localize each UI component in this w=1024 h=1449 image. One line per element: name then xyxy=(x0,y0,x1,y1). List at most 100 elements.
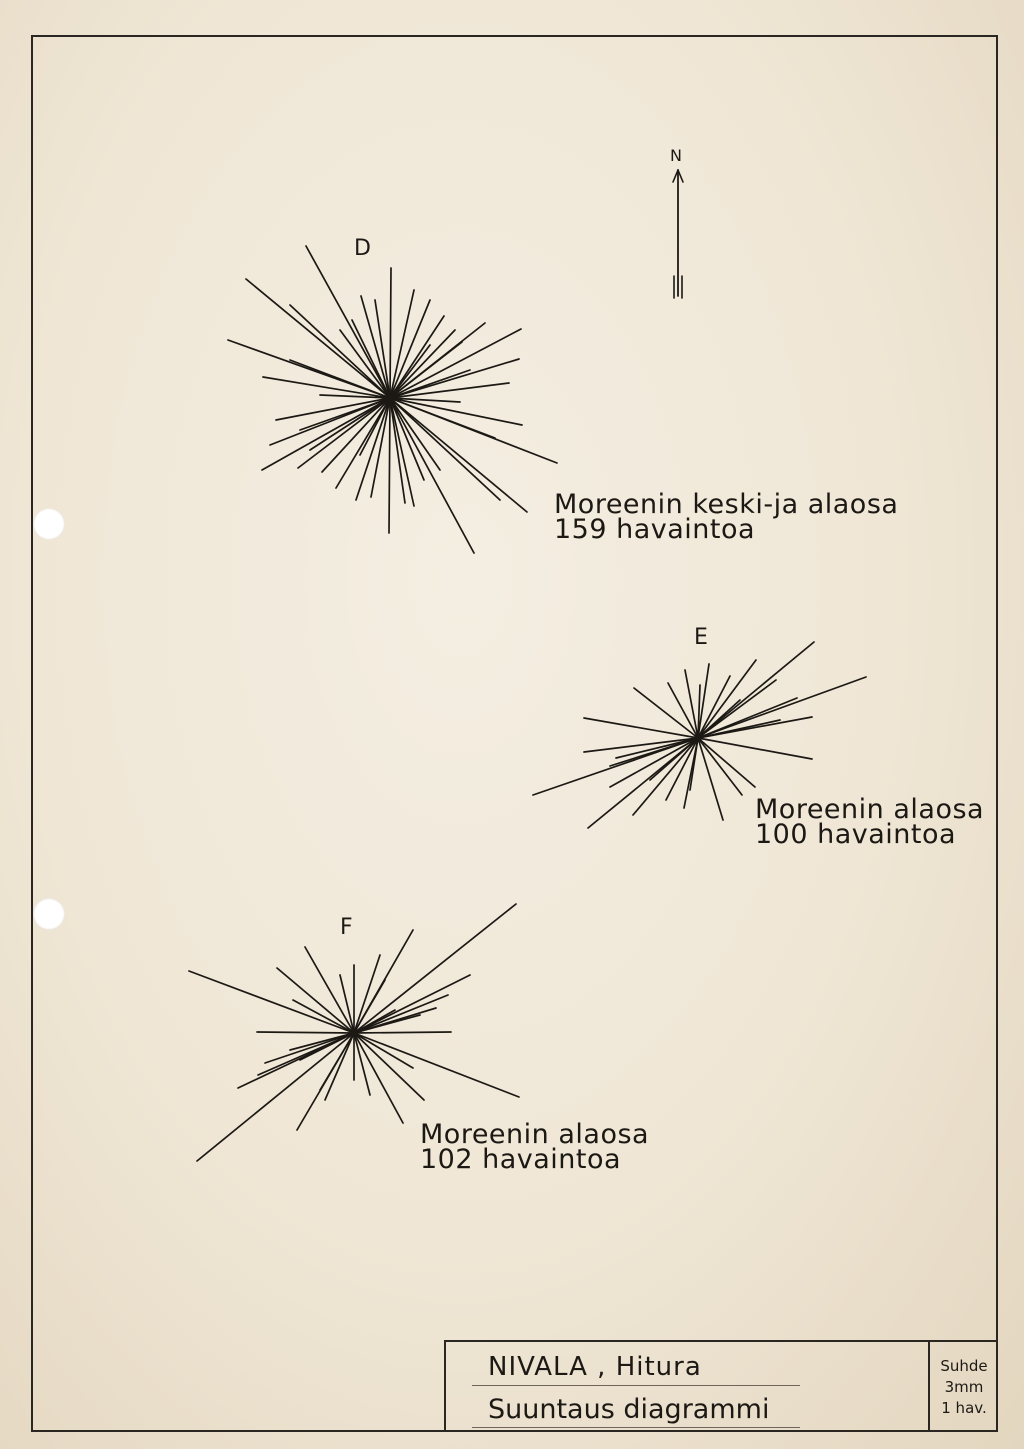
rose-f-ray xyxy=(319,1032,355,1091)
rose-caption-d: Moreenin keski-ja alaosa 159 havaintoa xyxy=(554,489,899,545)
rose-f-ray xyxy=(353,1032,414,1069)
rose-d-ray xyxy=(389,397,523,426)
rose-f-ray xyxy=(353,1032,404,1124)
rose-d-ray xyxy=(389,397,501,501)
rose-d-ray xyxy=(389,341,463,399)
rose-e-ray xyxy=(697,641,815,739)
rose-d-ray xyxy=(245,278,391,399)
rose-d-ray xyxy=(355,397,391,501)
north-label: N xyxy=(670,146,682,165)
rose-e-ray xyxy=(697,675,731,739)
rose-d-ray xyxy=(319,394,391,399)
rose-e-ray xyxy=(697,737,756,788)
scale-label: Suhde xyxy=(940,1356,988,1375)
rose-e-ray xyxy=(583,737,699,753)
rose-e-ray xyxy=(697,719,781,739)
caption-e-line2: 100 havaintoa xyxy=(755,819,957,850)
rose-e-ray xyxy=(697,699,741,739)
rose-f-ray xyxy=(353,1009,396,1034)
rose-d-ray xyxy=(275,397,391,421)
north-arrow xyxy=(672,169,684,299)
rose-f-ray xyxy=(256,1031,355,1034)
rose-diagram-f xyxy=(188,903,520,1162)
rose-caption-f: Moreenin alaosa 102 havaintoa xyxy=(420,1119,650,1175)
rose-e-ray xyxy=(697,737,724,821)
rose-e-ray xyxy=(633,687,699,739)
rose-d-ray xyxy=(305,245,391,399)
north-arrow-head-right xyxy=(677,169,684,183)
rose-f-ray xyxy=(353,974,471,1034)
rose-f-ray xyxy=(353,1031,452,1034)
rose-d-center xyxy=(386,394,394,402)
rose-d-ray xyxy=(289,304,391,399)
rose-f-ray xyxy=(353,954,381,1034)
rose-e-ray xyxy=(684,669,699,739)
rose-d-ray xyxy=(389,369,471,399)
caption-d-line1: Moreenin keski-ja alaosa xyxy=(554,489,899,520)
punch-hole-lower xyxy=(33,898,65,930)
rose-d-ray xyxy=(389,397,441,471)
diagram-title: Suuntaus diagrammi xyxy=(488,1394,770,1425)
rose-d-ray xyxy=(374,299,391,399)
rose-e-ray xyxy=(615,737,699,759)
rose-d-ray xyxy=(389,397,475,554)
rose-d-ray xyxy=(309,397,391,451)
rose-d-ray xyxy=(321,397,391,473)
rose-e-ray xyxy=(697,659,757,739)
place-title: NIVALA , Hitura xyxy=(488,1352,702,1382)
caption-f-line2: 102 havaintoa xyxy=(420,1144,622,1175)
rose-e-ray xyxy=(609,737,699,767)
rose-f-ray xyxy=(353,994,449,1034)
rose-e-ray xyxy=(697,697,798,739)
rose-e-ray xyxy=(609,737,699,788)
rose-d-ray xyxy=(389,397,406,504)
punch-hole-upper xyxy=(33,508,65,540)
rose-e-ray xyxy=(583,717,699,739)
rose-d-ray xyxy=(389,344,431,399)
drawing-frame xyxy=(31,35,998,1432)
rose-f-ray xyxy=(304,946,355,1034)
rose-e-ray xyxy=(697,679,777,739)
rose-d-ray xyxy=(297,397,391,469)
rose-d-ray xyxy=(389,397,415,507)
rose-caption-e: Moreenin alaosa 100 havaintoa xyxy=(755,796,984,850)
rose-e-ray xyxy=(632,737,699,816)
rose-d-ray xyxy=(262,376,391,399)
rose-f-ray xyxy=(289,1032,355,1051)
rose-label-d: D xyxy=(354,236,371,261)
rose-e-center xyxy=(694,734,702,742)
scale-unit: 1 hav. xyxy=(941,1398,987,1417)
north-arrow-head-left xyxy=(672,169,679,183)
rose-d-ray xyxy=(389,328,522,399)
rose-d-ray xyxy=(261,397,391,471)
scale-length: 3mm xyxy=(944,1377,984,1396)
rose-f-ray xyxy=(324,1032,355,1101)
rose-f-ray xyxy=(257,1032,355,1076)
rose-e-ray xyxy=(689,737,699,791)
rose-f-ray xyxy=(353,1032,520,1098)
rose-d-ray xyxy=(360,295,391,399)
rose-f-ray xyxy=(299,1032,355,1061)
rose-e-ray xyxy=(697,737,743,796)
rose-f-ray xyxy=(353,1032,371,1096)
rose-d-ray xyxy=(389,329,456,399)
rose-e-ray xyxy=(697,737,813,760)
title-underline-2 xyxy=(472,1427,800,1428)
rose-d-ray xyxy=(289,359,391,399)
rose-f-ray xyxy=(292,999,355,1034)
rose-f-ray xyxy=(276,967,355,1034)
rose-d-ray xyxy=(388,397,391,534)
title-underline-1 xyxy=(472,1385,800,1386)
rose-d-ray xyxy=(389,382,510,399)
rose-f-ray xyxy=(196,1032,355,1162)
rose-d-ray xyxy=(389,397,425,481)
rose-label-f: F xyxy=(340,915,353,940)
caption-d-line2: 159 havaintoa xyxy=(554,514,756,545)
scale-box: Suhde 3mm 1 hav. xyxy=(928,1342,998,1432)
caption-f-line1: Moreenin alaosa xyxy=(420,1119,650,1150)
rose-e-ray xyxy=(697,663,710,739)
rose-e-ray xyxy=(665,737,699,801)
rose-d-ray xyxy=(359,397,391,456)
